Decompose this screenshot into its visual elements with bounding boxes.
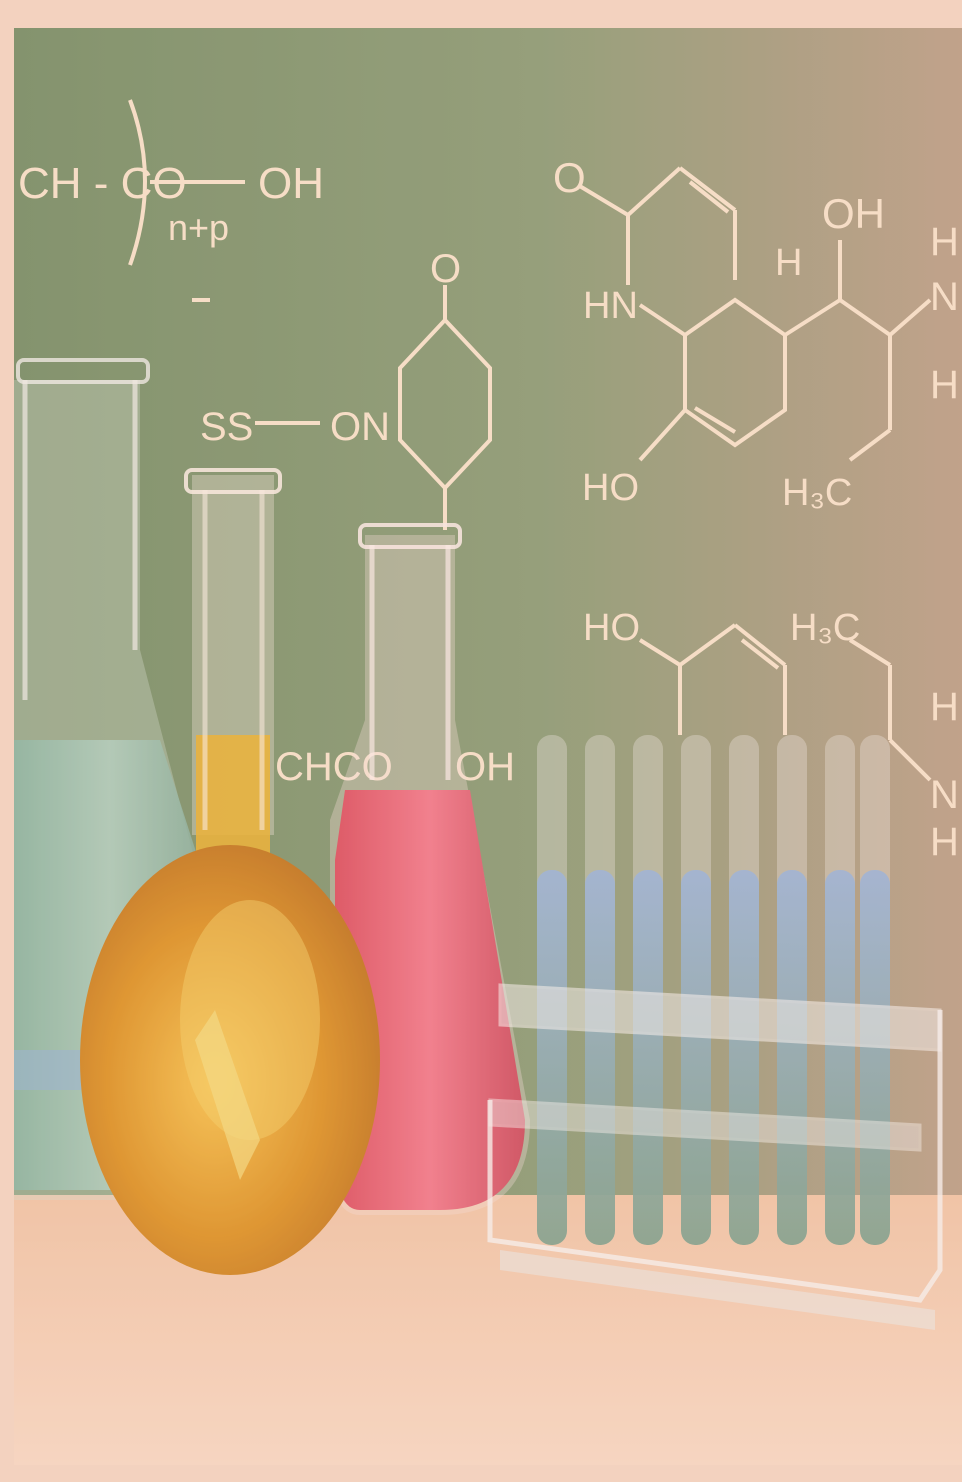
ss-label: SS <box>200 405 253 449</box>
chain-oh-label: OH <box>258 159 324 208</box>
pink-erlenmeyer-flask <box>330 523 530 1215</box>
on-label: ON <box>330 405 390 449</box>
lactam-o-label: O <box>553 154 586 201</box>
h3c-lower-label: H₃C <box>790 607 860 649</box>
formula-right-structure <box>576 166 932 782</box>
oh-top-label: OH <box>822 190 885 237</box>
ketone-o-label: O <box>430 247 461 291</box>
edge-n2-label: N <box>930 773 959 817</box>
oh-mid-label: OH <box>455 745 515 789</box>
subscript-label: n+p <box>168 207 229 248</box>
edge-n-label: N <box>930 275 959 319</box>
ho-lower-label: HO <box>583 607 640 649</box>
formula-top-left <box>128 99 245 302</box>
edge-h1-label: H <box>930 220 959 264</box>
ho-ring-label: HO <box>582 467 639 509</box>
test-tube-rack <box>487 735 943 1330</box>
test-tubes <box>537 735 890 1245</box>
round-bottom-flask <box>80 468 380 1275</box>
h3c-ring-label: H₃C <box>782 472 852 514</box>
edge-h3-label: H <box>930 685 959 729</box>
hn-label: HN <box>583 285 638 327</box>
h-label: H <box>775 242 802 284</box>
warm-tint-overlay <box>14 28 962 1465</box>
chain-label: CH - CO <box>18 159 187 208</box>
edge-h2-label: H <box>930 363 959 407</box>
edge-h4-label: H <box>930 820 959 864</box>
